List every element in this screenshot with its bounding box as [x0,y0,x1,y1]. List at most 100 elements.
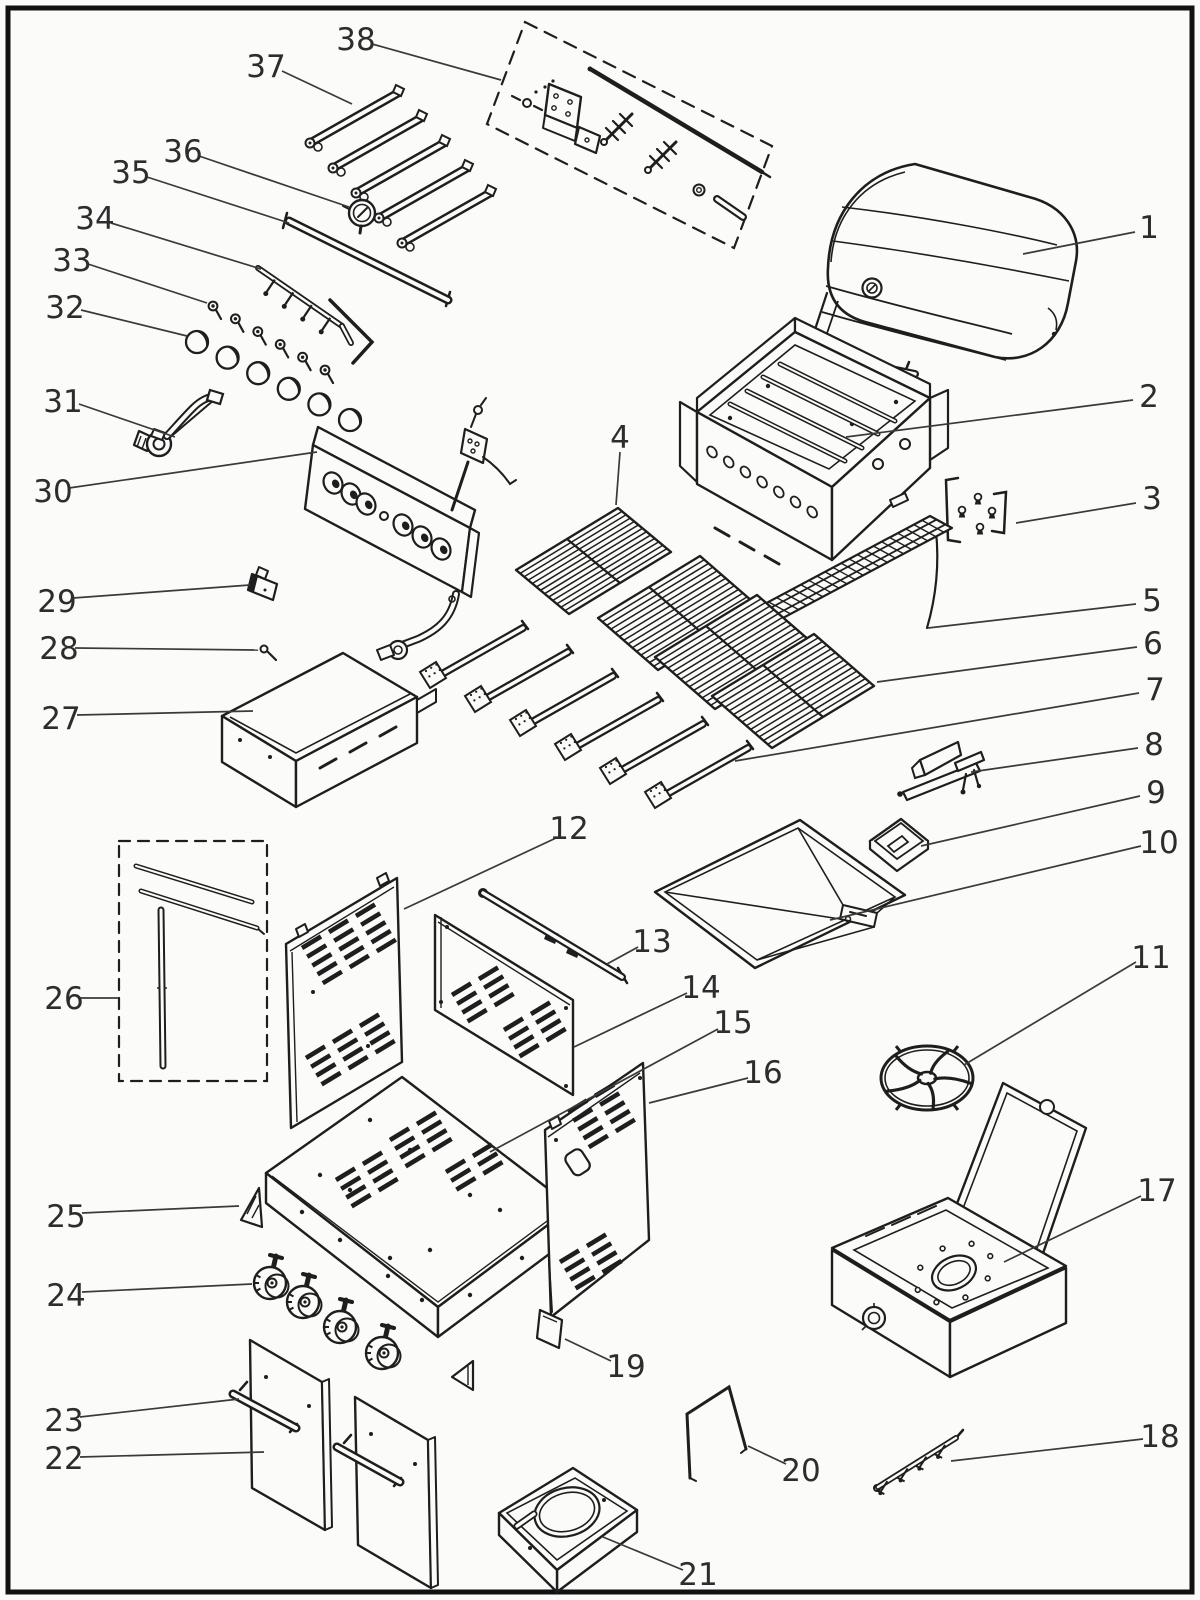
part-14-back-panel [433,913,575,1097]
frame-border [5,5,1195,1595]
callout-10: 10 [829,825,1179,921]
callout-12-number: 12 [549,811,588,847]
callout-25-number: 25 [46,1199,85,1235]
callout-22-number: 22 [44,1441,83,1477]
callout-20: 20 [747,1445,821,1489]
callout-31-leader [78,403,176,438]
callout-38-number: 38 [336,22,375,58]
callout-19-number: 19 [606,1349,645,1385]
callout-13-number: 13 [632,924,671,960]
part-11-side-burner-grate [879,1044,975,1112]
callout-5-number: 5 [1142,583,1162,619]
callout-16: 16 [648,1055,783,1104]
callout-6-leader [876,646,1138,683]
part-36-thermometer [342,198,377,235]
callout-33-leader [87,263,208,304]
part-25-corner-brackets [239,1186,475,1392]
callout-36: 36 [163,134,350,208]
callout-28-number: 28 [39,631,78,667]
callout-9-number: 9 [1146,775,1166,811]
part-33-screw-set [207,300,335,385]
callout-29-number: 29 [37,584,76,620]
callout-18-number: 18 [1140,1419,1179,1455]
part-13-cross-brace [478,888,629,985]
callout-31-number: 31 [43,384,82,420]
callout-9: 9 [920,775,1166,847]
part-3-hardware-kit [944,476,1008,544]
part-16-right-side-panel [543,1061,651,1319]
callout-1: 1 [1022,210,1159,255]
callout-2-number: 2 [1139,379,1159,415]
callout-28-leader [74,647,259,651]
part-18-manifold-rail [873,1428,965,1496]
callout-7-leader [734,692,1140,762]
callout-15-leader [489,1028,719,1153]
callout-37-number: 37 [246,49,285,85]
callout-2-leader [845,399,1134,438]
part-12-left-side-panel [284,872,404,1130]
part-37-burner-tube-set [304,83,498,252]
callout-11: 11 [963,940,1171,1066]
callout-31: 31 [43,384,176,438]
callout-19: 19 [564,1338,646,1385]
part-23-door-handles [228,1380,405,1488]
callout-9-leader [920,795,1141,847]
callout-12-leader [403,837,557,910]
part-10-drip-pan [653,818,907,970]
callout-5-leader [927,603,1137,629]
callout-23-leader [79,1398,240,1418]
callout-27: 27 [41,701,254,737]
part-1-lid [801,162,1079,378]
callout-33: 33 [52,243,208,304]
callout-8-leader [970,747,1139,773]
callouts-layer: 1234567891011121314151617181920212223242… [33,22,1179,1593]
callout-38: 38 [336,22,502,81]
callout-28: 28 [39,631,259,667]
callout-15-number: 15 [713,1005,752,1041]
part-34-crossover-rail [255,265,375,365]
callout-23-number: 23 [44,1403,83,1439]
callout-3: 3 [1015,481,1162,524]
callout-34: 34 [75,201,262,270]
callout-30-leader [68,451,318,489]
part-6-cooking-grates [596,554,876,750]
part-38-rotisserie-kit [485,20,774,250]
part-30-control-panel [303,397,517,661]
callout-14-number: 14 [681,970,720,1006]
callout-20-leader [747,1445,787,1465]
callout-18-leader [950,1438,1144,1462]
callout-25-leader [81,1205,240,1214]
callout-24: 24 [46,1278,253,1314]
part-8-support-bracket [897,740,986,802]
callout-6: 6 [876,626,1163,683]
callout-11-leader [963,961,1137,1066]
callout-21-number: 21 [678,1557,717,1593]
callout-8: 8 [970,727,1164,773]
part-21-tank-tray [497,1466,639,1594]
callout-30: 30 [33,451,318,510]
callout-24-number: 24 [46,1278,85,1314]
callout-32-number: 32 [45,290,84,326]
part-22-cabinet-doors [248,1338,439,1590]
callout-10-leader [829,845,1142,921]
callout-13: 13 [606,924,672,965]
part-17-side-burner-box [830,1081,1088,1379]
callout-13-leader [606,946,639,965]
part-32-knob-set [184,329,363,433]
callout-34-leader [110,222,262,270]
part-29-clip [246,566,279,602]
callout-32-leader [80,309,188,337]
callout-17: 17 [1003,1173,1177,1263]
callout-4-number: 4 [610,420,630,456]
callout-36-leader [198,155,350,208]
callout-27-leader [76,710,254,716]
callout-1-number: 1 [1139,210,1159,246]
callout-2: 2 [845,379,1159,438]
callout-22: 22 [44,1441,265,1477]
callout-17-leader [1003,1195,1142,1263]
callout-32: 32 [45,290,188,337]
callout-7-number: 7 [1145,672,1165,708]
callout-36-number: 36 [163,134,202,170]
